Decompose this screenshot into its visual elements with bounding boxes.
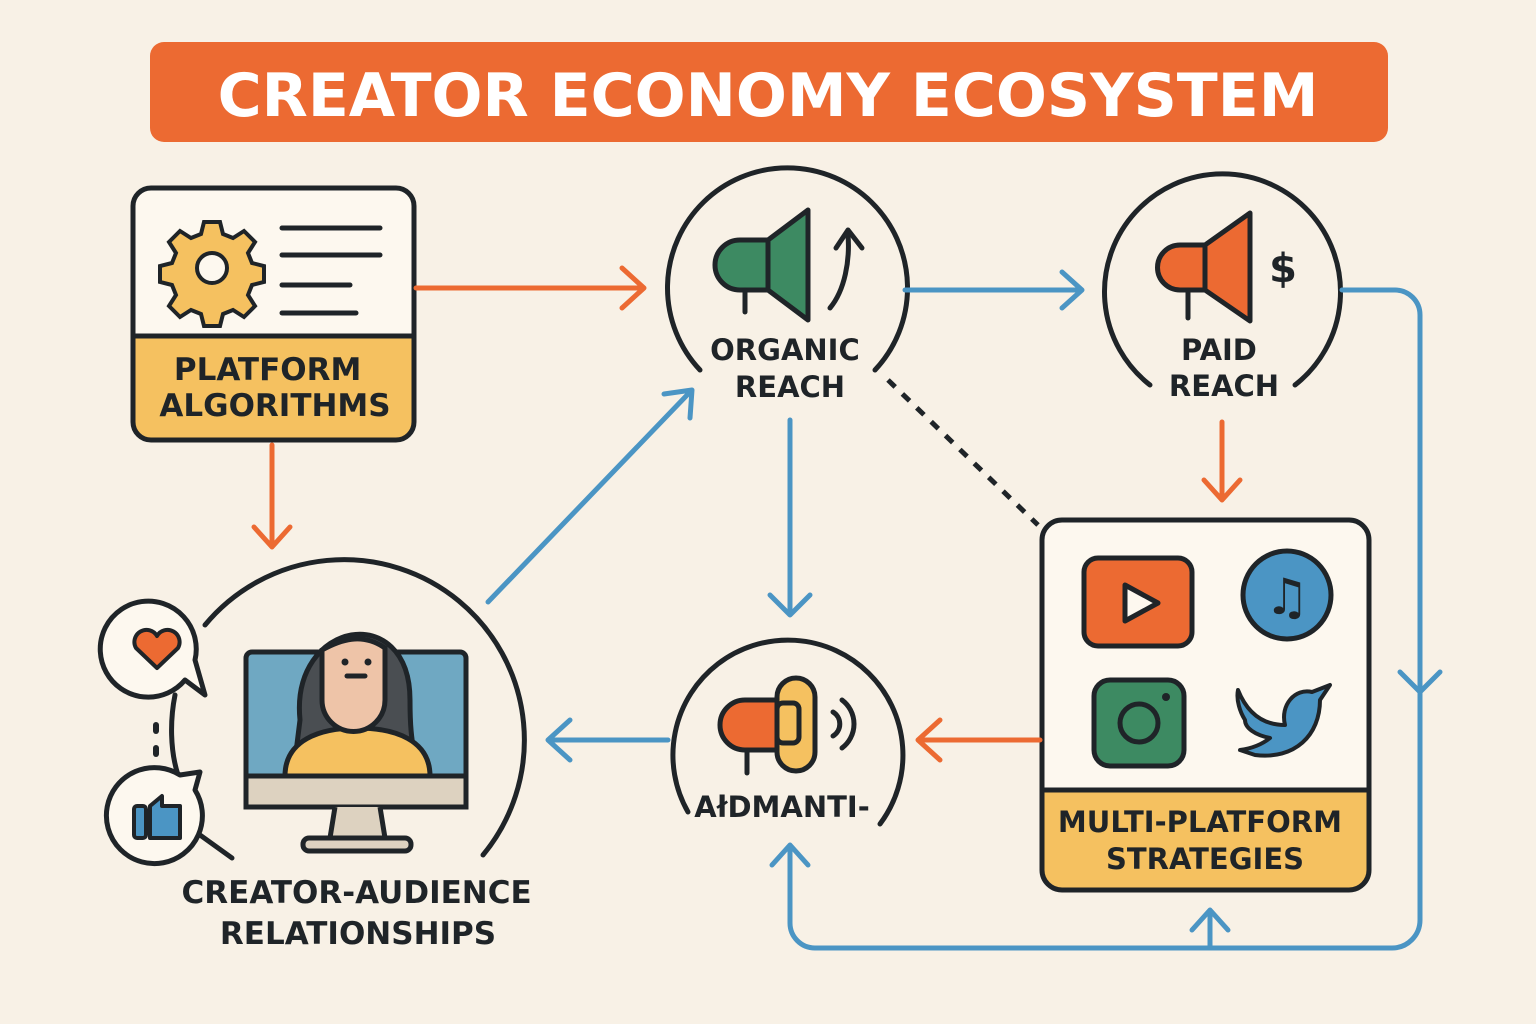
page-title: CREATOR ECONOMY ECOSYSTEM [218, 61, 1319, 131]
node-platform-algorithms: PLATFORM ALGORITHMS [130, 185, 417, 443]
node-label: MULTI-PLATFORM [1058, 805, 1342, 839]
svg-text:CREATOR-AUDIENCE RELATIO: CREATOR-AUDIENCE RELATIONSHIPS [182, 875, 543, 952]
gear-icon [158, 220, 266, 328]
node-label: RELATIONSHIPS [220, 916, 496, 952]
text-lines-icon [279, 225, 383, 316]
node-paid-reach: $ PAID REACH [1102, 171, 1343, 403]
node-label: PAID [1181, 333, 1257, 367]
arrow-aidmanti-to-creator [545, 717, 671, 763]
svg-text:PLATFORM ALGORITHMS: PLATFORM ALGORITHMS [159, 352, 390, 424]
node-creator-audience: CREATOR-AUDIENCE RELATIONSHIPS [97, 557, 543, 952]
arrow-creator-to-organic [485, 387, 695, 605]
arrow-multi-to-aidmanti [915, 717, 1043, 763]
node-label: CREATOR-AUDIENCE [182, 875, 532, 911]
camera-icon [1091, 677, 1187, 769]
node-label: ORGANIC [710, 333, 860, 367]
arrow-organic-to-aidmanti [767, 417, 813, 618]
node-label: STRATEGIES [1106, 842, 1304, 876]
video-play-icon [1081, 555, 1195, 649]
node-label: PLATFORM [174, 352, 361, 388]
node-label: REACH [735, 370, 845, 404]
dashed-link [886, 378, 1040, 527]
heart-bubble-icon [97, 598, 208, 700]
thumbs-up-bubble-icon [103, 765, 235, 867]
node-aidmanti: AłDMANTI- [670, 637, 906, 827]
node-label: REACH [1169, 369, 1279, 403]
node-multi-platform-strategies: ♫ MULTI-PLATFORM STRATEGIES [1039, 517, 1372, 893]
dollar-icon: $ [1269, 246, 1297, 292]
megaphone-icon [1155, 210, 1253, 324]
arrow-up-icon [827, 227, 865, 311]
connectors [251, 265, 1443, 951]
loop-paid-to-aidmanti [769, 287, 1443, 951]
megaphone-speaker-icon [717, 675, 857, 776]
node-label: ALGORITHMS [159, 388, 390, 424]
music-icon: ♫ [1240, 548, 1334, 642]
monitor-creator-icon [243, 631, 469, 854]
svg-text:♫: ♫ [1265, 568, 1310, 626]
node-label: AłDMANTI- [694, 790, 869, 824]
arrow-algorithms-to-organic [413, 265, 647, 311]
arrow-organic-to-paid [902, 269, 1085, 311]
arrow-paid-to-multi [1201, 419, 1243, 503]
title-banner: CREATOR ECONOMY ECOSYSTEM [150, 42, 1388, 142]
bird-icon [1235, 683, 1332, 758]
connector-dots [153, 692, 181, 778]
svg-text:MULTI-PLATFORM STRATEGIE: MULTI-PLATFORM STRATEGIES [1058, 805, 1352, 876]
svg-text:PAID REACH: PAID REACH [1169, 333, 1279, 403]
arrow-algorithms-to-creator [251, 442, 293, 550]
megaphone-icon [712, 207, 811, 323]
svg-text:ORGANIC REACH: ORGANIC REACH [710, 333, 870, 404]
